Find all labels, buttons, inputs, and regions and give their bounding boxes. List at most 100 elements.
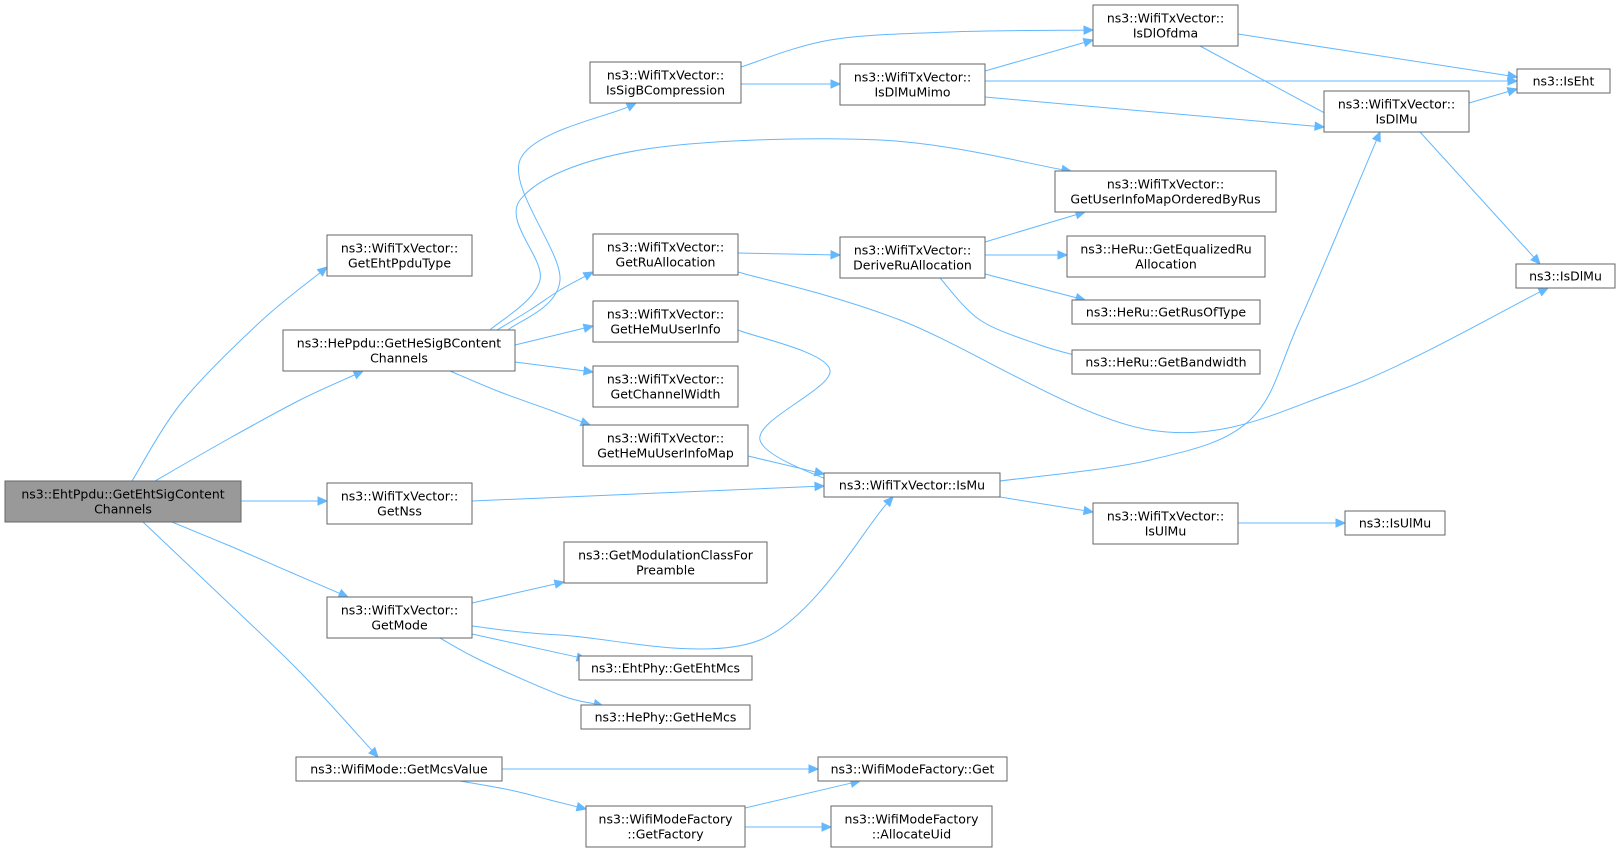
node-get-mode[interactable]: ns3::WifiTxVector::GetMode bbox=[326, 596, 473, 639]
arrowhead-icon bbox=[1083, 25, 1095, 35]
node-get-he-mu-user-info[interactable]: ns3::WifiTxVector::GetHeMuUserInfo bbox=[592, 300, 739, 343]
node-get-user-info-map[interactable]: ns3::WifiTxVector::GetUserInfoMapOrdered… bbox=[1054, 170, 1277, 213]
node-get-chan-width[interactable]: ns3::WifiTxVector::GetChannelWidth bbox=[592, 365, 739, 408]
node-box bbox=[1066, 235, 1266, 278]
edge-is-dl-ofdma-to-is-eht bbox=[1237, 33, 1519, 81]
edge-line bbox=[1468, 91, 1509, 104]
edges-layer bbox=[131, 25, 1550, 832]
node-box bbox=[817, 756, 1008, 782]
edge-derive-ru-to-get-eq-ru bbox=[985, 250, 1069, 260]
node-is-mu[interactable]: ns3::WifiTxVector::IsMu bbox=[823, 472, 1001, 498]
node-get-he-mu-user-info-map[interactable]: ns3::WifiTxVector::GetHeMuUserInfoMap bbox=[582, 424, 749, 467]
node-label-line: ::AllocateUid bbox=[872, 827, 951, 842]
node-label-line: ns3::WifiTxVector:: bbox=[1107, 509, 1224, 524]
node-get-ru-alloc[interactable]: ns3::WifiTxVector::GetRuAllocation bbox=[592, 233, 739, 276]
edge-get-he-mu-user-info-map-to-is-mu bbox=[747, 455, 826, 477]
node-box bbox=[1092, 4, 1239, 47]
node-get-factory[interactable]: ns3::WifiModeFactory::GetFactory bbox=[585, 805, 746, 848]
edge-line bbox=[471, 633, 578, 658]
edge-derive-ru-to-get-bandwidth bbox=[939, 277, 1087, 360]
edge-line bbox=[984, 42, 1085, 72]
node-label-line: ns3::WifiTxVector:: bbox=[341, 489, 458, 504]
node-label-line: ns3::WifiTxVector:: bbox=[607, 307, 724, 322]
arrowhead-icon bbox=[579, 417, 592, 427]
edge-get-factory-to-alloc-uid bbox=[745, 822, 833, 832]
node-box bbox=[326, 234, 473, 277]
node-box bbox=[326, 596, 473, 639]
edge-root-to-get-mode bbox=[171, 521, 350, 598]
edge-get-mcs-value-to-get-factory bbox=[459, 780, 588, 812]
node-box bbox=[589, 61, 742, 104]
node-wmf-get[interactable]: ns3::WifiModeFactory::Get bbox=[817, 756, 1008, 782]
arrowhead-icon bbox=[808, 764, 820, 774]
edge-line bbox=[449, 370, 582, 423]
edge-is-dl-mu-to-is-dl-mu2 bbox=[1419, 131, 1541, 265]
node-label-line: ns3::WifiTxVector:: bbox=[1338, 97, 1455, 112]
edge-root-to-get-mcs-value bbox=[142, 521, 379, 758]
node-alloc-uid[interactable]: ns3::WifiModeFactory::AllocateUid bbox=[830, 805, 993, 848]
node-is-ul-mu[interactable]: ns3::WifiTxVector::IsUlMu bbox=[1092, 502, 1239, 545]
node-get-rus-of-type[interactable]: ns3::HeRu::GetRusOfType bbox=[1071, 299, 1261, 325]
arrowhead-icon bbox=[368, 746, 379, 758]
node-derive-ru[interactable]: ns3::WifiTxVector::DeriveRuAllocation bbox=[839, 236, 986, 279]
node-get-mcs-value[interactable]: ns3::WifiMode::GetMcsValue bbox=[295, 756, 503, 782]
edge-line bbox=[737, 271, 1541, 434]
node-label-line: ns3::EhtPhy::GetEhtMcs bbox=[591, 661, 740, 676]
node-box bbox=[1515, 263, 1616, 289]
edge-is-dl-mu-mimo-to-is-dl-ofdma bbox=[984, 37, 1095, 72]
node-label-line: ns3::IsUlMu bbox=[1359, 516, 1431, 531]
node-label-line: ns3::HePpdu::GetHeSigBContent bbox=[297, 336, 502, 351]
node-label-line: ns3::HePhy::GetHeMcs bbox=[595, 710, 737, 725]
arrowhead-icon bbox=[1082, 505, 1095, 516]
edge-get-he-sig-b-to-get-he-mu-user-info-map bbox=[449, 370, 592, 427]
edge-is-dl-ofdma-to-is-dl-mu bbox=[1199, 45, 1347, 125]
edge-line bbox=[984, 273, 1077, 299]
node-label-line: Allocation bbox=[1135, 257, 1197, 272]
node-label-line: ns3::WifiTxVector:: bbox=[607, 431, 724, 446]
node-is-dl-mu-mimo[interactable]: ns3::WifiTxVector::IsDlMuMimo bbox=[839, 63, 986, 106]
node-label-line: ns3::WifiTxVector:: bbox=[1107, 11, 1224, 26]
edge-get-he-sig-b-to-get-he-mu-user-info bbox=[514, 323, 595, 346]
node-get-nss[interactable]: ns3::WifiTxVector::GetNss bbox=[326, 482, 473, 525]
node-label-line: IsDlOfdma bbox=[1133, 26, 1198, 41]
node-is-dl-mu[interactable]: ns3::WifiTxVector::IsDlMu bbox=[1323, 90, 1470, 133]
arrowhead-icon bbox=[1057, 250, 1069, 260]
node-box bbox=[1071, 349, 1261, 375]
node-is-dl-mu2[interactable]: ns3::IsDlMu bbox=[1515, 263, 1616, 289]
node-get-eht-mcs[interactable]: ns3::EhtPhy::GetEhtMcs bbox=[578, 655, 753, 681]
edge-line bbox=[439, 637, 595, 705]
node-label-line: Channels bbox=[94, 502, 152, 517]
edge-line bbox=[999, 496, 1085, 512]
edge-get-nss-to-is-mu bbox=[471, 481, 826, 502]
node-label-line: ns3::WifiMode::GetMcsValue bbox=[310, 762, 488, 777]
node-get-bandwidth[interactable]: ns3::HeRu::GetBandwidth bbox=[1071, 349, 1261, 375]
edge-line bbox=[514, 361, 585, 372]
arrowhead-icon bbox=[821, 822, 833, 832]
edge-line bbox=[154, 374, 356, 482]
arrowhead-icon bbox=[625, 102, 638, 112]
node-label-line: GetNss bbox=[377, 504, 422, 519]
edge-is-dl-mu-to-is-eht bbox=[1468, 87, 1519, 104]
edge-line bbox=[999, 140, 1377, 482]
node-is-dl-ofdma[interactable]: ns3::WifiTxVector::IsDlOfdma bbox=[1092, 4, 1239, 47]
node-is-ul-mu2[interactable]: ns3::IsUlMu bbox=[1344, 510, 1446, 536]
node-get-he-mcs[interactable]: ns3::HePhy::GetHeMcs bbox=[580, 704, 751, 730]
edge-line bbox=[740, 29, 1085, 68]
node-is-sig-b[interactable]: ns3::WifiTxVector::IsSigBCompression bbox=[589, 61, 742, 104]
node-label-line: IsSigBCompression bbox=[606, 83, 725, 98]
node-get-eht-ppdu-type[interactable]: ns3::WifiTxVector::GetEhtPpduType bbox=[326, 234, 473, 277]
node-label-line: IsDlMuMimo bbox=[874, 85, 950, 100]
node-is-eht[interactable]: ns3::IsEht bbox=[1516, 68, 1611, 94]
node-label-line: ns3::WifiTxVector::IsMu bbox=[839, 478, 985, 493]
edge-line bbox=[1419, 131, 1535, 258]
node-label-line: Channels bbox=[370, 351, 428, 366]
node-label-line: ns3::HeRu::GetRusOfType bbox=[1086, 305, 1246, 320]
node-label-line: GetEhtPpduType bbox=[348, 256, 451, 271]
arrowhead-icon bbox=[352, 370, 365, 380]
node-label-line: ns3::IsEht bbox=[1533, 74, 1595, 89]
node-label-line: Preamble bbox=[636, 563, 695, 578]
